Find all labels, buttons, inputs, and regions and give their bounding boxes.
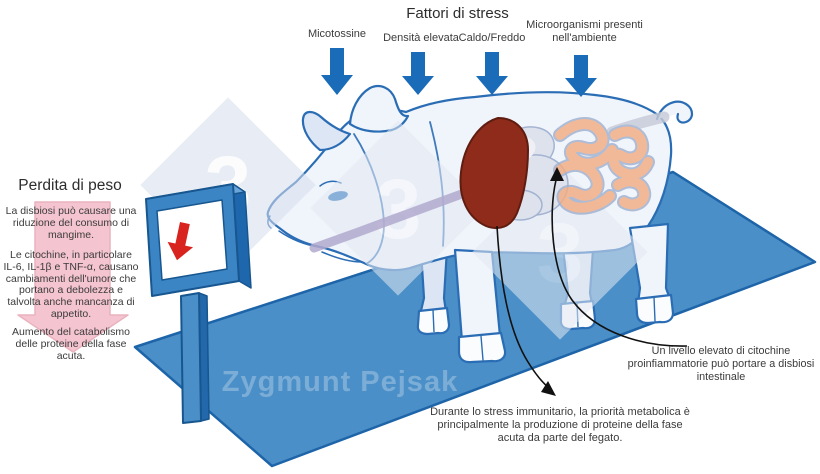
pig-far-ear [301, 110, 352, 152]
annotation-arrow-intestinal [551, 179, 688, 347]
weight-loss-paragraph: Le citochine, in particolare IL-6, IL-1β… [3, 249, 139, 320]
weight-loss-paragraph: Aumento del catabolismo delle proteine d… [12, 326, 130, 362]
stress-factor-label-micotossine: Micotossine [307, 28, 367, 40]
pink-down-arrow-icon [17, 201, 129, 353]
weight-loss-heading: Perdita di peso [18, 177, 122, 194]
page-title: Fattori di stress [406, 5, 509, 22]
stress-arrow-icon [476, 52, 508, 95]
annotation-arrows [496, 167, 688, 396]
stress-factor-label-caldo-freddo: Caldo/Freddo [458, 32, 526, 44]
liver-shape [459, 116, 530, 230]
stress-arrow-icon [402, 52, 434, 95]
scale-display-screen [156, 199, 228, 281]
watermark-logo-digit: 3 [537, 206, 584, 300]
intestines-shape [553, 111, 670, 215]
stress-factor-label-microorganismi: Microorganismi presenti nell'ambiente [526, 19, 643, 44]
scale-display [145, 183, 252, 424]
stress-factor-label-densita: Densità elevata [383, 32, 459, 44]
annotation-intestinal: Un livello elevato di citochine proinfia… [627, 345, 815, 383]
stress-arrows [321, 48, 597, 97]
watermark-author: Zygmunt Pejsak [221, 366, 459, 398]
pig-tail-shape [655, 100, 694, 124]
scale-post [180, 292, 202, 424]
annotation-liver: Durante lo stress immunitario, la priori… [430, 406, 690, 444]
weight-decrease-arrow-icon [167, 222, 194, 261]
stress-arrow-icon [565, 55, 597, 97]
pig-organs [309, 111, 670, 253]
annotation-arrow-liver [496, 225, 550, 389]
stress-arrow-icon [321, 48, 353, 95]
weight-loss-paragraph: La disbiosi può causare una riduzione de… [5, 205, 137, 241]
watermark-logo-diamond [310, 120, 486, 296]
